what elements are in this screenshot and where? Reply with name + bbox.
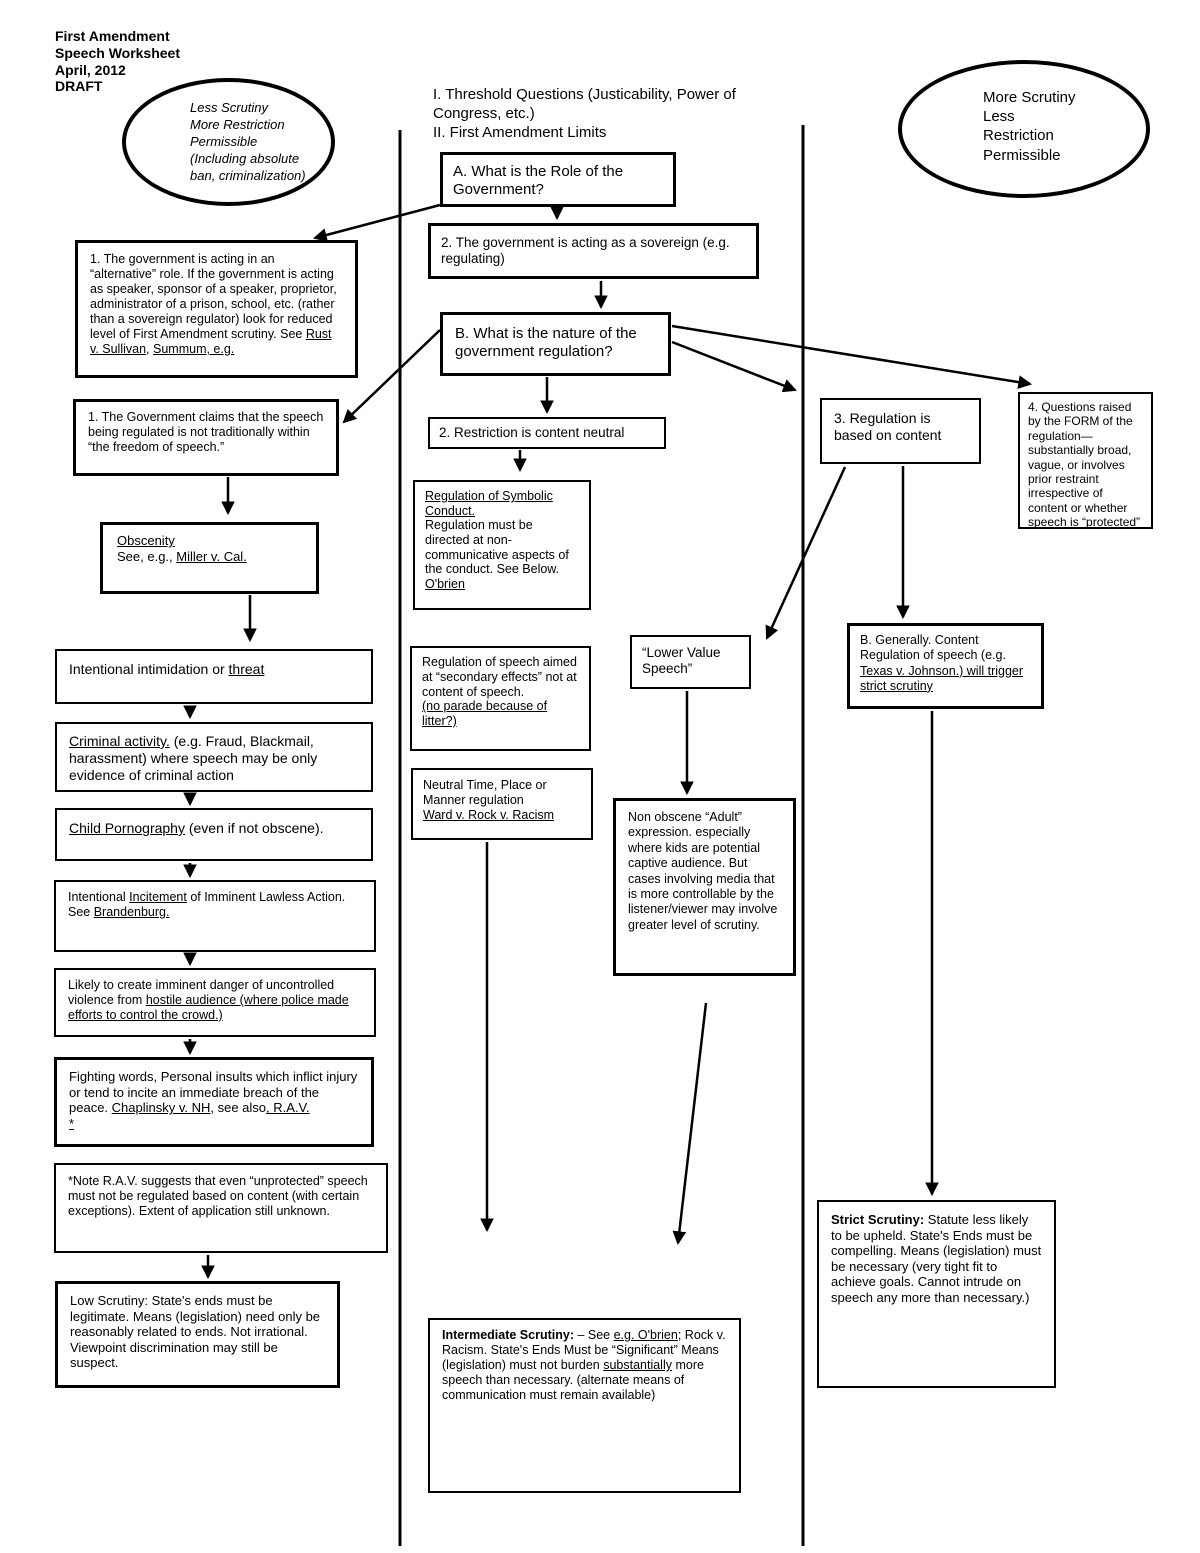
box-intimidation-threat: Intentional intimidation or threat	[55, 649, 373, 704]
page-title: First Amendment Speech Worksheet April, …	[55, 28, 181, 95]
box-government-claims: 1. The Government claims that the speech…	[73, 399, 339, 476]
box-incitement: Intentional Incitement of Imminent Lawle…	[54, 880, 376, 952]
arrow-nature-to-form	[671, 324, 1033, 389]
more-scrutiny-ellipse	[898, 60, 1150, 198]
less-scrutiny-label: Less Scrutiny More Restriction Permissib…	[190, 100, 306, 183]
box-adult-expression: Non obscene “Adult” expression. especial…	[613, 798, 796, 976]
box-criminal-activity: Criminal activity. (e.g. Fraud, Blackmai…	[55, 722, 373, 792]
box-fighting-words: Fighting words, Personal insults which i…	[54, 1057, 374, 1147]
arrow-adult-to-intermediate	[672, 1002, 708, 1246]
less-scrutiny-ellipse	[122, 78, 335, 206]
box-low-scrutiny: Low Scrutiny: State's ends must be legit…	[55, 1281, 340, 1388]
box-content-neutral: 2. Restriction is content neutral	[428, 417, 666, 449]
section-header: I. Threshold Questions (Justicability, P…	[433, 86, 736, 141]
arrow-role-to-alternative	[313, 203, 441, 242]
box-note-rav: *Note R.A.V. suggests that even “unprote…	[54, 1163, 388, 1253]
box-role-of-government: A. What is the Role of the Government?	[440, 152, 676, 207]
arrow-content-based-to-lower-value	[765, 466, 847, 640]
box-strict-scrutiny: Strict Scrutiny: Statute less likely to …	[817, 1200, 1056, 1388]
box-time-place-manner: Neutral Time, Place or Manner regulation…	[411, 768, 593, 840]
box-lower-value-speech: “Lower Value Speech”	[630, 635, 751, 689]
more-scrutiny-label: More Scrutiny Less Restriction Permissib…	[983, 89, 1076, 164]
box-symbolic-conduct: Regulation of Symbolic Conduct.Regulatio…	[413, 480, 591, 610]
box-secondary-effects: Regulation of speech aimed at “secondary…	[410, 646, 591, 751]
arrow-nature-to-claims	[342, 329, 441, 424]
box-alternative-role: 1. The government is acting in an “alter…	[75, 240, 358, 378]
box-hostile-audience: Likely to create imminent danger of unco…	[54, 968, 376, 1037]
arrow-nature-to-content-based	[671, 340, 797, 393]
box-generally-content: B. Generally. Content Regulation of spee…	[847, 623, 1044, 709]
box-nature-of-regulation: B. What is the nature of the government …	[440, 312, 671, 376]
box-sovereign: 2. The government is acting as a soverei…	[428, 223, 759, 279]
box-child-pornography: Child Pornography (even if not obscene).	[55, 808, 373, 861]
box-content-based: 3. Regulation is based on content	[820, 398, 981, 464]
box-form-questions: 4. Questions raised by the FORM of the r…	[1018, 392, 1153, 529]
box-intermediate-scrutiny: Intermediate Scrutiny: – See e.g. O'brie…	[428, 1318, 741, 1493]
